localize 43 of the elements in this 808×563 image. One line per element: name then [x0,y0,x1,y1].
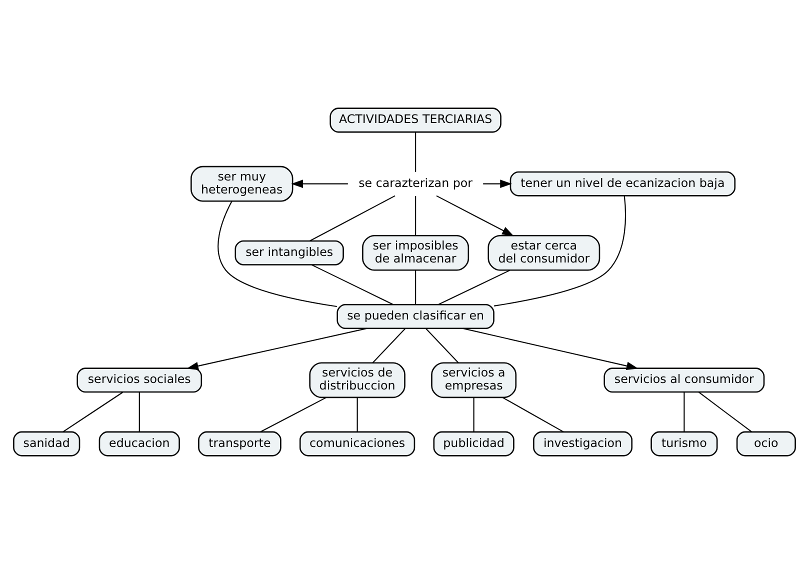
node-box: servicios a empresas [430,362,516,398]
node-box: turismo [650,430,718,456]
connector [414,132,416,172]
connector [309,194,395,241]
node-box: ACTIVIDADES TERCIARIAS [329,107,501,132]
node-box: comunicaciones [298,430,415,456]
connector [425,328,458,363]
connector [502,396,564,432]
connector [62,391,123,432]
node-box: servicios de distribuccion [308,362,405,398]
node-box: educacion [98,430,180,456]
arrow [436,194,514,236]
connector [683,392,684,432]
connector [310,264,393,304]
connector [438,269,510,304]
arrow [186,327,366,370]
connector [472,397,474,432]
connector [414,195,416,235]
arrow [462,327,638,370]
connector [372,328,406,363]
connector [493,195,626,306]
node-box: ocio [736,430,796,456]
node-box: ser intangibles [234,240,344,265]
node-box: publicidad [432,430,514,456]
connector [260,396,326,432]
connector [356,397,358,432]
node-box: tener un nivel de ecanizacion baja [509,170,736,196]
node-box: investigacion [532,430,632,456]
connector [414,270,416,304]
connector [698,391,752,432]
node-box: estar cerca del consumidor [487,234,600,270]
node-box: ser muy heterogeneas [190,165,293,202]
arrow [482,179,512,188]
node-box: transporte [198,430,281,456]
connector [138,392,140,432]
node-text: se carazterizan por [358,175,472,190]
connector [217,200,336,307]
node-box: servicios sociales [76,367,202,392]
node-box: ser imposibles de almacenar [362,234,469,270]
node-box: se pueden clasificar en [336,304,494,329]
arrow [290,179,348,188]
node-box: sanidad [12,430,80,456]
node-box: servicios al consumidor [603,367,764,392]
